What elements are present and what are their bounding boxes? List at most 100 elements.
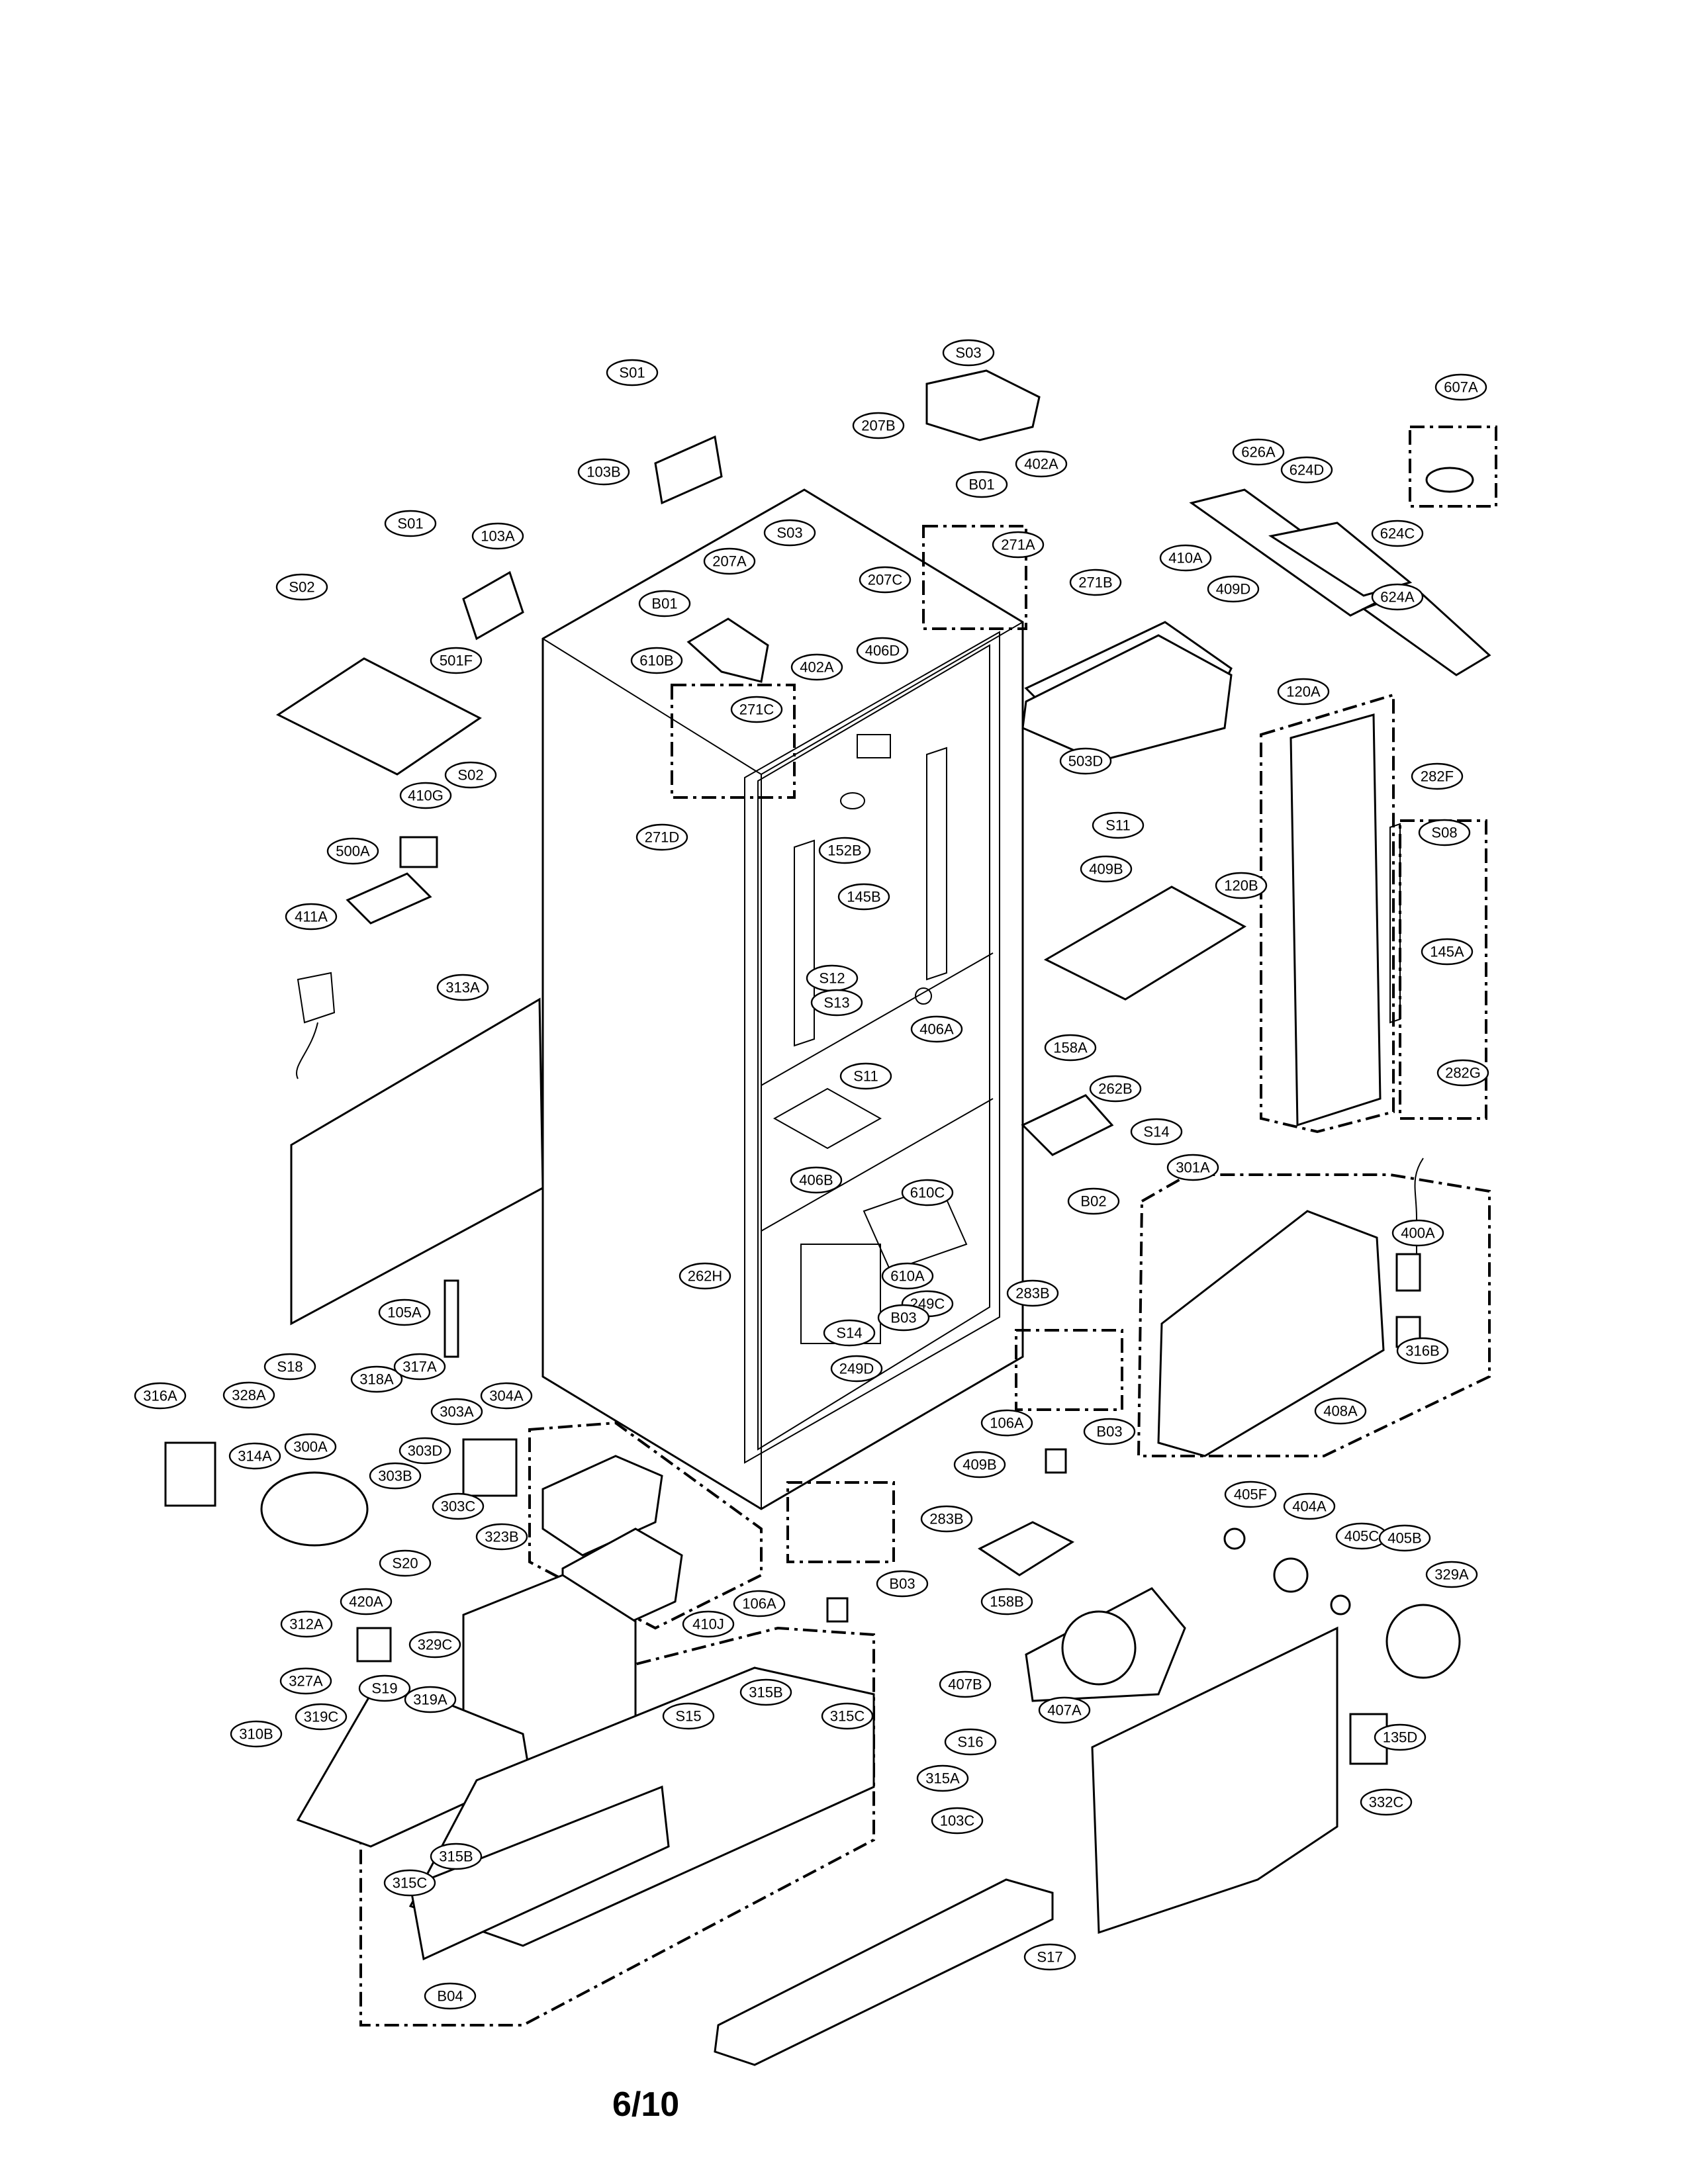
part-callout-b01: B01	[638, 590, 691, 617]
callout-bubble	[430, 1843, 483, 1870]
callout-bubble	[830, 1355, 883, 1383]
callout-label: B04	[437, 1988, 463, 2005]
callout-bubble	[471, 522, 524, 550]
callout-bubble	[944, 1728, 997, 1756]
callout-bubble	[436, 974, 489, 1001]
callout-label: 262H	[688, 1268, 723, 1285]
part-callout-s12: S12	[806, 964, 859, 992]
callout-bubble	[790, 1166, 843, 1194]
part-callout-s14: S14	[1130, 1118, 1183, 1146]
part-callout-s15: S15	[662, 1702, 715, 1730]
part-callout-207b: 207B	[852, 412, 905, 439]
callout-label: S01	[619, 365, 645, 381]
part-callout-323b: 323B	[475, 1523, 528, 1551]
callout-bubble	[1015, 450, 1068, 478]
callout-label: S12	[819, 970, 845, 987]
part-callout-283b: 283B	[1006, 1279, 1059, 1307]
callout-bubble	[326, 837, 379, 865]
part-callout-s01: S01	[384, 510, 437, 537]
callout-label: 327A	[289, 1673, 323, 1690]
callout-label: 329C	[418, 1637, 453, 1653]
callout-label: 624A	[1380, 589, 1415, 606]
callout-label: 316A	[143, 1388, 177, 1404]
part-callout-145b: 145B	[837, 883, 890, 911]
callout-label: S03	[955, 345, 981, 361]
callout-label: S18	[277, 1359, 303, 1375]
callout-bubble	[1436, 1059, 1489, 1087]
part-callout-b03: B03	[877, 1304, 930, 1332]
callout-label: 410J	[692, 1616, 724, 1633]
part-callout-610c: 610C	[901, 1179, 954, 1206]
callout-bubble	[790, 653, 843, 681]
part-callout-s20: S20	[379, 1549, 432, 1577]
callout-label: 303B	[378, 1468, 412, 1484]
callout-bubble	[920, 1505, 973, 1533]
callout-bubble	[1280, 456, 1333, 484]
callout-label: 283B	[929, 1511, 963, 1527]
callout-bubble	[730, 696, 783, 723]
part-callout-624d: 624D	[1280, 456, 1333, 484]
part-callout-327a: 327A	[279, 1667, 332, 1695]
callout-bubble	[1044, 1034, 1097, 1062]
part-callout-120a: 120A	[1277, 678, 1330, 705]
part-callout-501f: 501F	[430, 647, 483, 674]
callout-bubble	[980, 1588, 1033, 1615]
part-callout-610a: 610A	[881, 1262, 934, 1290]
callout-label: 317A	[402, 1359, 437, 1375]
callout-label: 282F	[1421, 768, 1454, 785]
callout-bubble	[424, 1982, 477, 2010]
part-callout-318a: 318A	[350, 1365, 403, 1393]
callout-label: 404A	[1292, 1498, 1327, 1515]
part-callout-315a: 315A	[916, 1764, 969, 1792]
callout-label: 409B	[962, 1457, 996, 1473]
callout-label: 411A	[295, 909, 328, 925]
part-callout-271b: 271B	[1069, 569, 1122, 596]
callout-bubble	[1023, 1943, 1076, 1971]
part-callout-316a: 316A	[134, 1382, 187, 1410]
callout-bubble	[939, 1670, 992, 1698]
callout-bubble	[430, 647, 483, 674]
callout-bubble	[1059, 747, 1112, 775]
part-callout-328a: 328A	[222, 1381, 275, 1409]
part-callout-249d: 249D	[830, 1355, 883, 1383]
callout-bubble	[1006, 1279, 1059, 1307]
callout-label: 314A	[238, 1448, 272, 1465]
callout-label: 408A	[1323, 1403, 1358, 1420]
callout-label: 120B	[1224, 878, 1258, 894]
callout-label: 610A	[890, 1268, 925, 1285]
callout-label: 319C	[304, 1709, 339, 1725]
callout-label: 332C	[1369, 1794, 1404, 1811]
callout-bubble	[1360, 1788, 1413, 1816]
callout-bubble	[881, 1262, 934, 1290]
callout-bubble	[980, 1409, 1033, 1437]
callout-bubble	[662, 1702, 715, 1730]
callout-label: S11	[1105, 817, 1131, 834]
callout-bubble	[399, 1437, 451, 1465]
callout-bubble	[340, 1588, 393, 1615]
callout-bubble	[1083, 1418, 1136, 1445]
part-callout-152b: 152B	[818, 837, 871, 864]
callout-bubble	[263, 1353, 316, 1381]
callout-label: 624C	[1380, 525, 1415, 542]
callout-label: 323B	[485, 1529, 518, 1545]
callout-bubble	[358, 1674, 411, 1702]
callout-label: 207A	[712, 553, 747, 570]
part-callout-624a: 624A	[1371, 583, 1424, 611]
callout-bubble	[577, 458, 630, 486]
part-callout-303d: 303D	[399, 1437, 451, 1465]
callout-label: 407B	[948, 1676, 982, 1693]
hinge-assembly-boxes	[359, 426, 1497, 2026]
callout-label: 315B	[749, 1684, 782, 1701]
part-callout-282f: 282F	[1411, 762, 1464, 790]
callout-label: 405B	[1387, 1530, 1421, 1547]
part-callout-207a: 207A	[703, 547, 756, 575]
callout-bubble	[877, 1304, 930, 1332]
part-callout-406b: 406B	[790, 1166, 843, 1194]
part-callout-s08: S08	[1418, 819, 1471, 846]
callout-bubble	[134, 1382, 187, 1410]
part-callout-624c: 624C	[1371, 520, 1424, 547]
callout-label: 300A	[293, 1439, 328, 1455]
callout-label: 610C	[910, 1185, 945, 1201]
callout-label: 407A	[1047, 1702, 1082, 1719]
callout-bubble	[682, 1610, 735, 1638]
